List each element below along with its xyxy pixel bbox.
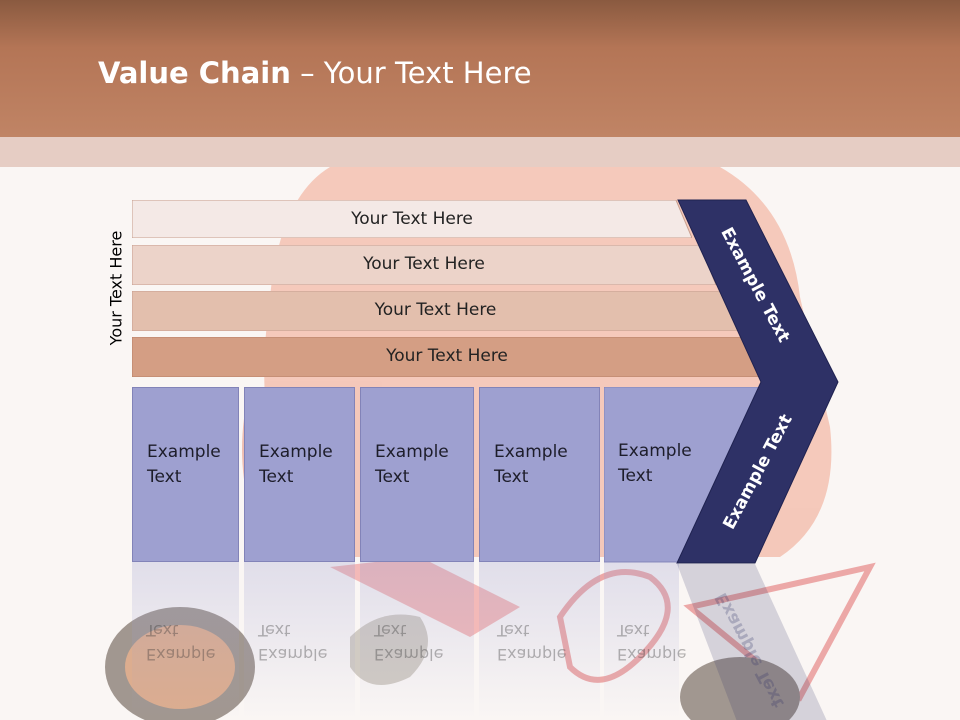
activity-line2: Text (618, 466, 653, 486)
support-row-shape (132, 337, 762, 377)
header-strip (0, 137, 960, 167)
page-title: Value Chain – Your Text Here (98, 56, 532, 90)
side-label: Your Text Here (106, 230, 126, 346)
activity-reflection (479, 562, 600, 720)
support-row-label: Your Text Here (351, 209, 473, 229)
header-bar (0, 0, 960, 137)
activity-line2: Text (147, 467, 182, 487)
support-row: Your Text Here (132, 245, 716, 285)
support-row-label: Your Text Here (386, 346, 508, 366)
activity-line2: Text (494, 467, 529, 487)
activity-line2: Text (375, 467, 410, 487)
activity-reflection (244, 562, 355, 720)
activity-line1: Example (259, 442, 333, 462)
support-row: Your Text Here (132, 337, 762, 377)
activity-line1: Example (375, 442, 449, 462)
activity-line1: Example (147, 442, 221, 462)
activity-reflection (132, 562, 239, 720)
activity-line2: Text (259, 467, 294, 487)
activity-line1: Example (618, 441, 692, 461)
title-rest: – Your Text Here (290, 56, 532, 90)
activity-reflection (360, 562, 474, 720)
support-row: Your Text Here (132, 291, 739, 331)
title-bold: Value Chain (98, 56, 291, 90)
support-row: Your Text Here (132, 200, 692, 238)
support-row-label: Your Text Here (363, 254, 485, 274)
activity-reflection (604, 562, 679, 720)
support-row-label: Your Text Here (374, 300, 497, 320)
activity-line1: Example (494, 442, 568, 462)
margin-chevron (676, 199, 839, 720)
support-row-shape (132, 200, 692, 238)
support-row-shape (132, 291, 739, 331)
support-row-shape (132, 245, 716, 285)
